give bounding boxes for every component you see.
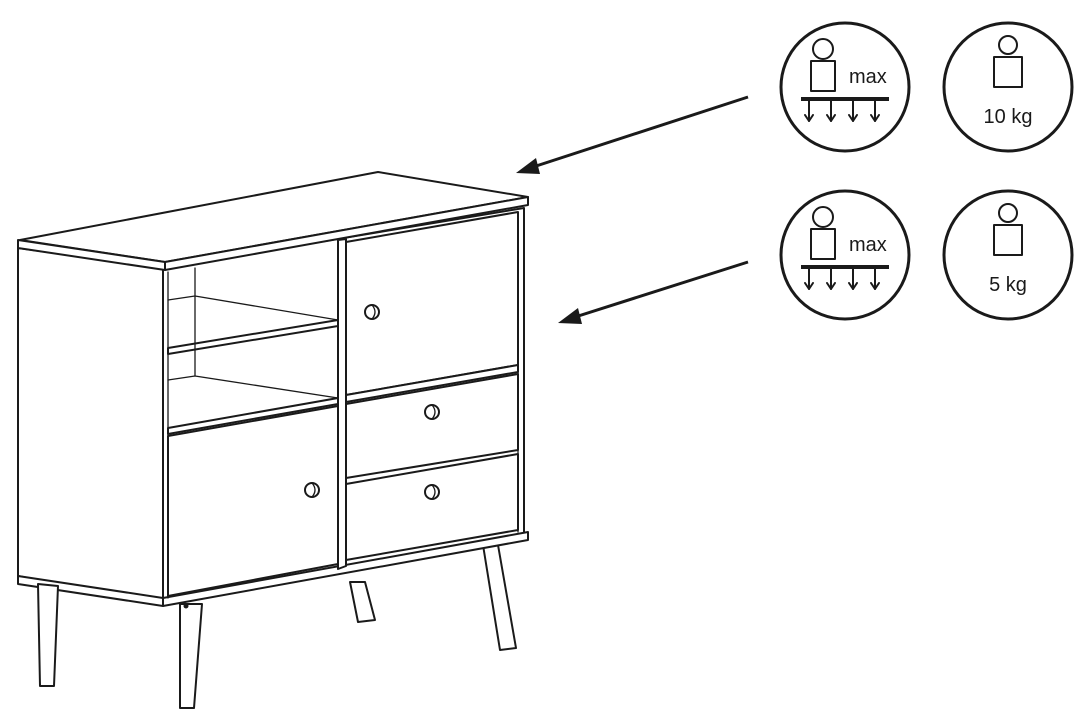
cabinet-divider [337,238,347,570]
front-legs [37,583,203,709]
arrow-icon [516,95,749,174]
lower-left-door [167,405,339,597]
arrow-icon [558,260,749,324]
cabinet-plinth [17,531,529,607]
max-load-badge-shelf: max [779,189,911,321]
cabinet-top [17,171,529,271]
cabinet-illustration [17,171,529,709]
drawer-top [345,373,519,479]
drawer-bottom [345,453,519,561]
weight-badge-shelf: 5 kg [942,189,1074,321]
max-label: max [849,66,887,88]
max-load-badge-top: max [779,21,911,153]
weight-label: 5 kg [989,274,1027,296]
weight-label: 10 kg [984,106,1033,128]
max-load-icon [779,21,911,153]
max-label: max [849,234,887,256]
open-shelves [167,267,339,435]
upper-right-door [345,211,519,396]
back-legs [349,544,517,651]
max-load-icon [779,189,911,321]
cabinet-left-side [17,247,164,605]
weight-badge-top: 10 kg [942,21,1074,153]
